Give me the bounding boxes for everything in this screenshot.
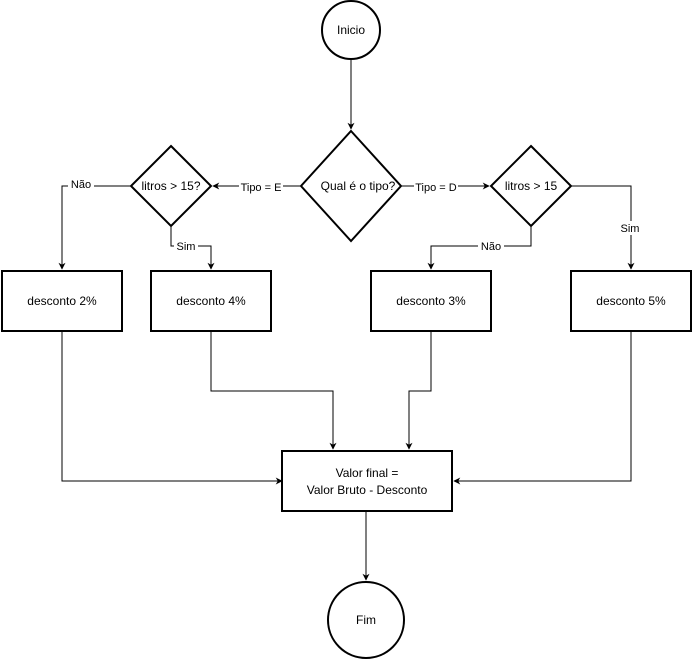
node-litros-d: litros > 15 xyxy=(489,144,573,228)
edge-label-tipo-d: Tipo = D xyxy=(415,182,457,194)
node-valor-final: Valor final = Valor Bruto - Desconto xyxy=(281,450,453,512)
node-desc3: desconto 3% xyxy=(370,270,492,332)
edge-desc5-valor xyxy=(453,332,632,485)
edge-desc4-valor xyxy=(210,332,337,450)
node-tipo: Qual é o tipo? xyxy=(299,129,403,243)
node-litros-e-label: litros > 15? xyxy=(141,179,200,193)
node-litros-e: litros > 15? xyxy=(129,144,213,228)
node-tipo-label: Qual é o tipo? xyxy=(321,179,396,193)
edge-litros-d-desc5 xyxy=(571,185,635,270)
node-litros-d-label: litros > 15 xyxy=(505,179,558,193)
node-fim: Fim xyxy=(327,581,405,659)
node-inicio: Inicio xyxy=(321,0,381,60)
edge-desc2-valor xyxy=(61,332,283,485)
edge-label-tipo-e: Tipo = E xyxy=(241,182,282,194)
node-desc5-label: desconto 5% xyxy=(596,294,666,308)
edge-desc3-valor xyxy=(405,332,432,450)
node-fim-label: Fim xyxy=(356,613,376,627)
node-valor-final-line1: Valor final = xyxy=(336,466,399,480)
edge-label-sim-d: Sim xyxy=(621,223,640,235)
node-desc4: desconto 4% xyxy=(150,270,272,332)
edge-label-sim-e: Sim xyxy=(177,241,196,253)
node-desc2: desconto 2% xyxy=(1,270,123,332)
node-valor-final-line2: Valor Bruto - Desconto xyxy=(307,483,428,497)
edge-label-nao-d: Não xyxy=(481,241,501,253)
node-desc4-label: desconto 4% xyxy=(176,294,246,308)
node-inicio-label: Inicio xyxy=(337,23,365,37)
node-desc5: desconto 5% xyxy=(570,270,692,332)
node-desc2-label: desconto 2% xyxy=(27,294,97,308)
node-desc3-label: desconto 3% xyxy=(396,294,466,308)
edge-label-nao-e: Não xyxy=(71,179,91,191)
edge-labels: Tipo = E Tipo = D Não Sim Não Sim xyxy=(68,177,643,253)
edge-litros-e-desc2 xyxy=(58,185,131,270)
